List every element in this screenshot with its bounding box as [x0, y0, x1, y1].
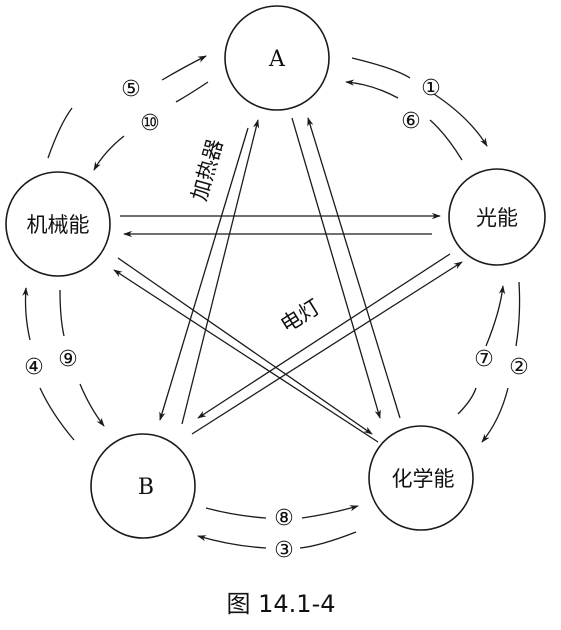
- arrow-light-to-b-lamp: [197, 253, 451, 419]
- arrow-chem-to-light-seg1: [457, 387, 477, 415]
- mark-6: ⑥: [401, 109, 421, 134]
- node-chemical-label: 化学能: [392, 467, 455, 491]
- arrow-a-to-mech-seg2: [93, 135, 125, 171]
- mark-7: ⑦: [474, 347, 494, 372]
- arrow-chem-to-light-seg2: [485, 285, 506, 347]
- mark-4: ④: [24, 355, 44, 380]
- arrow-mech-to-a-seg1: [47, 107, 73, 159]
- arrow-b-to-light: [191, 261, 463, 435]
- heater-label: 加热器: [187, 136, 227, 203]
- node-chemical-circle: [368, 425, 474, 531]
- mark-1: ①: [421, 76, 441, 101]
- arrow-a-to-light-seg2: [433, 93, 488, 147]
- node-b-circle: [90, 433, 196, 539]
- node-a-label: A: [268, 47, 286, 72]
- arrow-a-to-light-seg1: [351, 57, 411, 79]
- arrow-mech-to-b-seg1: [59, 289, 65, 337]
- arrow-a-to-mech-seg1: [175, 81, 209, 103]
- arrow-light-to-a-seg2: [345, 79, 399, 99]
- arrow-chem-to-b-seg1: [299, 531, 357, 549]
- lamp-label: 电灯: [276, 295, 324, 338]
- arrow-chem-to-a: [307, 117, 401, 419]
- mark-9: ⑨: [58, 347, 78, 372]
- node-b-label: B: [138, 475, 154, 500]
- arrow-a-to-chem: [291, 117, 381, 419]
- mark-3: ③: [274, 538, 294, 563]
- node-a-circle: [224, 5, 330, 111]
- node-light-circle: [448, 168, 546, 266]
- mark-2: ②: [509, 355, 529, 380]
- figure-caption: 图 14.1-4: [227, 590, 336, 618]
- mark-10: ⑩: [140, 111, 160, 136]
- arrow-mech-to-b-seg2: [79, 383, 105, 427]
- mark-8: ⑧: [274, 506, 294, 531]
- arrow-b-to-mech-seg1: [39, 387, 75, 441]
- arrow-chem-to-mech: [113, 269, 379, 443]
- arrow-b-to-chem-seg1: [205, 507, 267, 519]
- mark-5: ⑤: [121, 77, 141, 102]
- arrow-light-to-chem-seg2: [481, 387, 509, 443]
- node-mechanical-label: 机械能: [27, 213, 90, 237]
- node-light-label: 光能: [476, 206, 518, 230]
- arrow-chem-to-b-seg2: [197, 535, 267, 549]
- arrow-mech-to-a-seg2: [161, 55, 207, 81]
- node-mechanical-circle: [5, 171, 111, 277]
- arrow-light-to-a-seg1: [429, 119, 463, 161]
- arrow-a-to-b: [159, 127, 249, 421]
- arrow-b-to-chem-seg2: [301, 505, 359, 519]
- arrow-b-to-a-heater: [181, 119, 260, 425]
- arrow-b-to-mech-seg2: [22, 287, 31, 341]
- arrow-mech-to-chem: [117, 257, 373, 435]
- arrow-light-to-chem-seg1: [515, 281, 521, 347]
